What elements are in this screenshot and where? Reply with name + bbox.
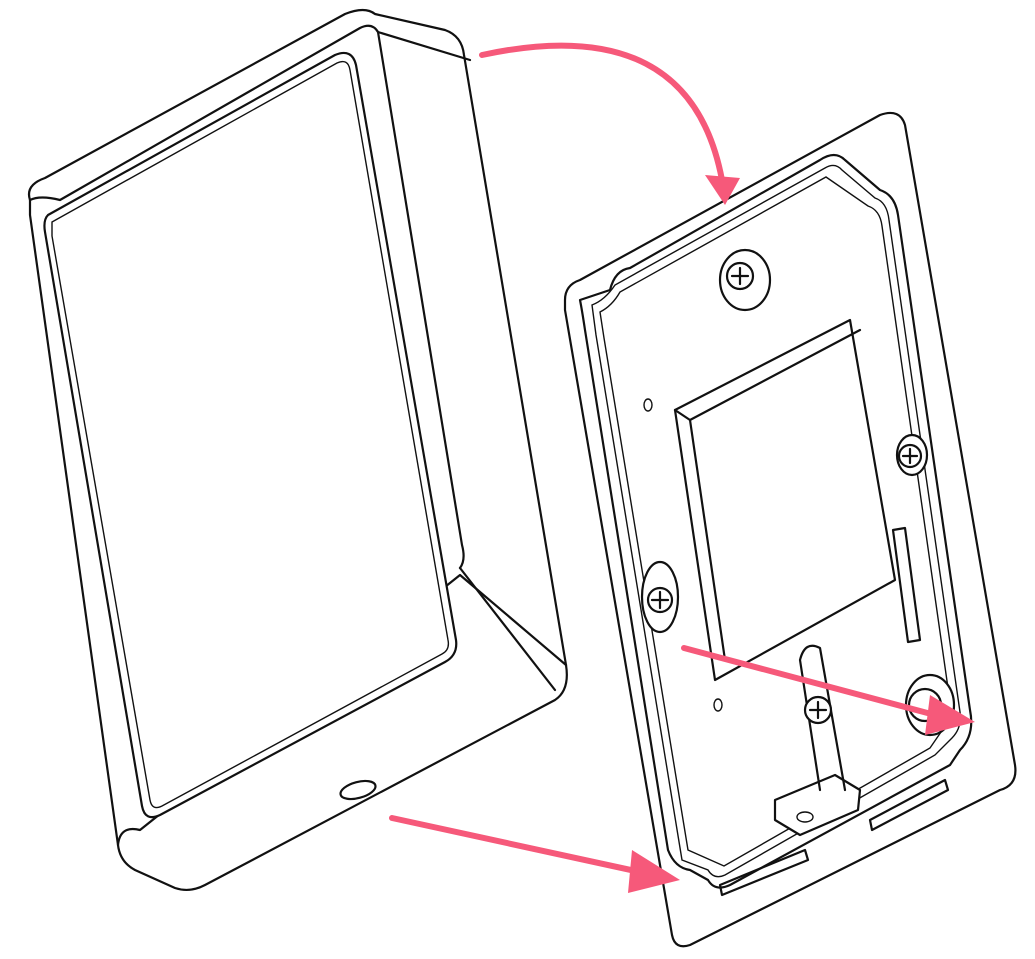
- arrow-bottom-head-icon: [628, 850, 680, 893]
- screw-top: [718, 248, 772, 312]
- back-plate: [563, 111, 1017, 948]
- arrow-right-head-icon: [925, 695, 975, 735]
- arrow-top-head-icon: [705, 175, 740, 205]
- screw-center: [803, 695, 833, 725]
- arrow-right-shaft: [681, 645, 938, 718]
- screw-right: [895, 433, 929, 477]
- arrow-top-shaft: [479, 42, 725, 183]
- front-cover: [27, 8, 568, 892]
- arrows: [389, 42, 975, 893]
- screw-left: [640, 560, 680, 634]
- arrow-bottom-shaft: [389, 815, 643, 875]
